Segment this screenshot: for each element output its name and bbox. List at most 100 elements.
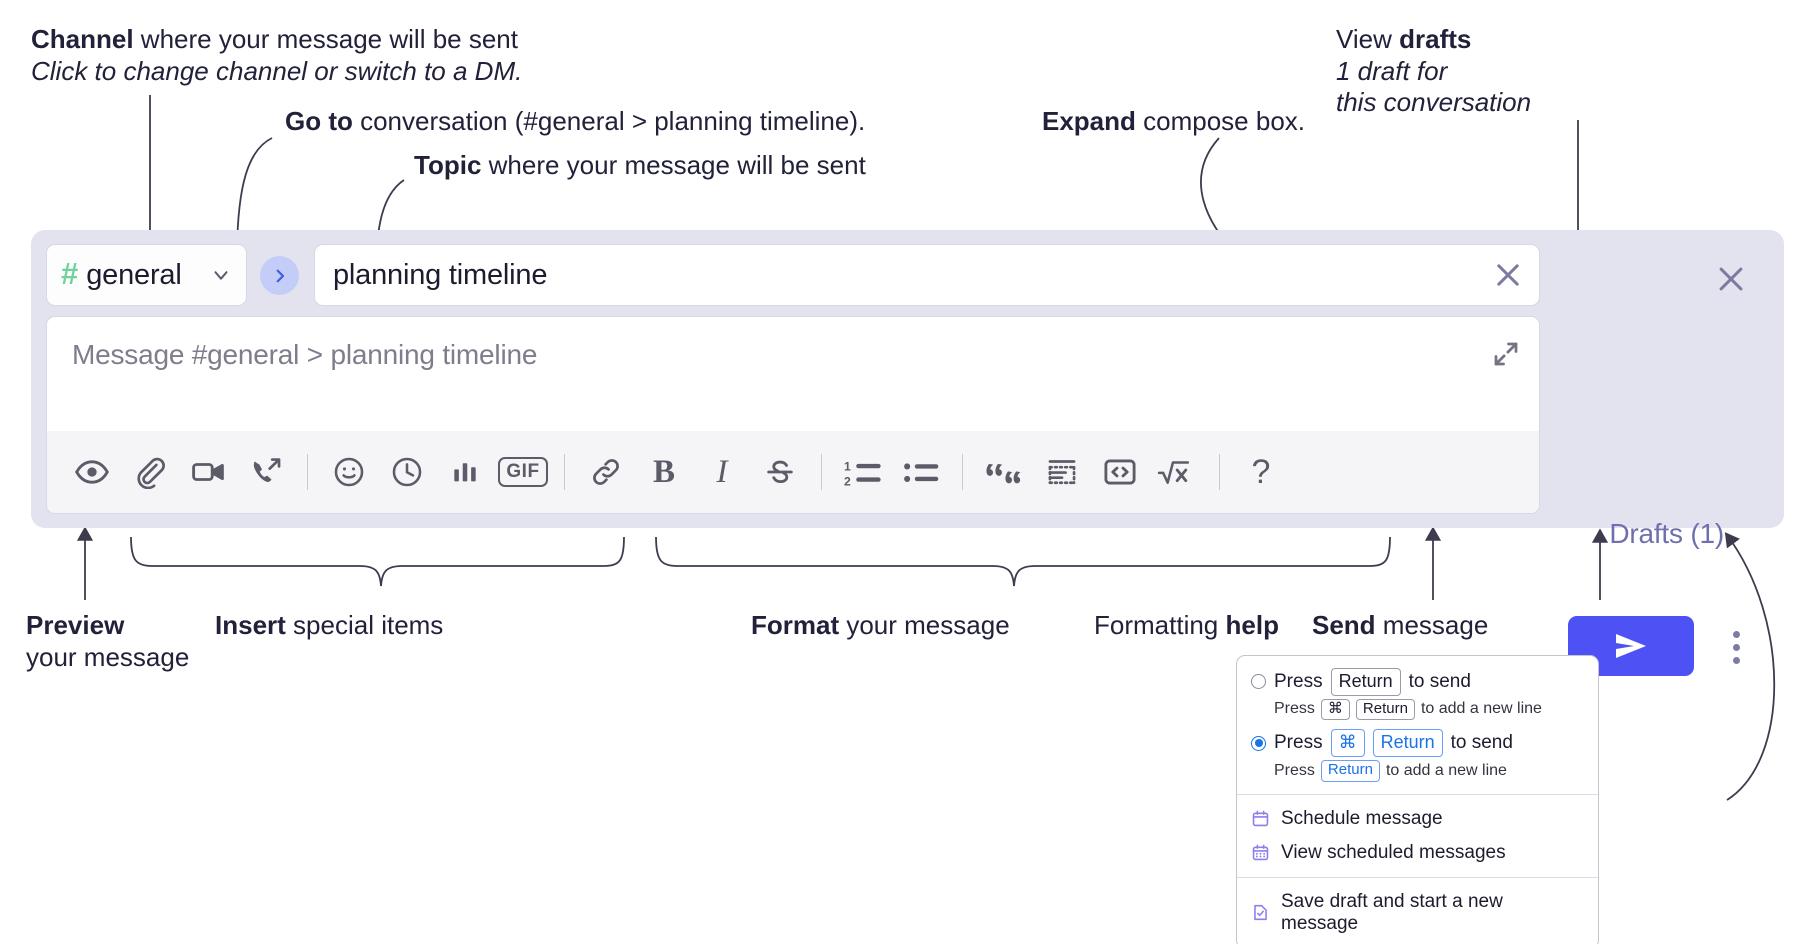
blockquote-icon[interactable] <box>975 443 1033 501</box>
calendar-icon <box>1251 809 1270 828</box>
formatting-toolbar: GIF B I <box>47 431 1539 513</box>
draft-menu-group: Save draft and start a new message <box>1237 878 1598 944</box>
send-option-cmd-return-hint: Press Return to add a new line <box>1237 757 1598 782</box>
bold-icon[interactable]: B <box>635 443 693 501</box>
option2-sub-post: to add a new line <box>1385 761 1507 779</box>
clear-topic-button[interactable] <box>1491 258 1525 292</box>
help-label: ? <box>1251 452 1271 491</box>
topic-value: planning timeline <box>333 258 548 291</box>
save-draft-icon <box>1251 903 1270 922</box>
option1-sub-post: to add a new line <box>1420 700 1542 718</box>
menu-item-label: Save draft and start a new message <box>1281 890 1503 934</box>
send-option-cmd-return[interactable]: Press ⌘ Return to send <box>1237 727 1598 757</box>
annotation-topic: Topic where your message will be sent <box>414 150 866 182</box>
annotation-drafts-italic-2: this conversation <box>1336 87 1532 118</box>
ordered-list-icon[interactable]: 1 2 <box>834 443 892 501</box>
chevron-down-icon <box>210 264 232 286</box>
formatting-help-icon[interactable]: ? <box>1232 443 1290 501</box>
strikethrough-icon[interactable] <box>751 443 809 501</box>
menu-item-label: View scheduled messages <box>1281 841 1506 863</box>
link-icon[interactable] <box>577 443 635 501</box>
close-icon <box>1497 264 1519 286</box>
annotation-channel: Channel where your message will be sent … <box>31 24 522 87</box>
expand-icon <box>1494 342 1518 366</box>
annotation-format: Format your message <box>751 610 1010 642</box>
key-return: Return <box>1355 698 1415 721</box>
schedule-icon[interactable] <box>378 443 436 501</box>
close-panel-button[interactable] <box>1714 262 1748 301</box>
menu-item-label: Schedule message <box>1281 807 1443 829</box>
bulleted-list-icon[interactable] <box>892 443 950 501</box>
menu-item-save-draft[interactable]: Save draft and start a new message <box>1237 885 1598 941</box>
annotation-topic-bold: Topic <box>414 150 482 180</box>
annotation-preview: Preview your message <box>26 610 189 673</box>
menu-item-schedule-message[interactable]: Schedule message <box>1237 802 1598 836</box>
topic-input[interactable]: planning timeline <box>314 244 1540 306</box>
hash-icon: # <box>61 255 79 291</box>
vertical-dots-icon-dot <box>1732 643 1740 651</box>
option2-sub-pre: Press <box>1274 761 1315 779</box>
menu-item-view-scheduled-messages[interactable]: View scheduled messages <box>1237 836 1598 870</box>
annotation-drafts-bold: drafts <box>1399 24 1472 54</box>
video-icon[interactable] <box>179 443 237 501</box>
option1-sub-pre: Press <box>1274 700 1315 718</box>
italic-icon[interactable]: I <box>693 443 751 501</box>
message-input[interactable]: Message #general > planning timeline <box>47 317 1539 431</box>
math-icon[interactable] <box>1149 443 1207 501</box>
poll-icon[interactable] <box>436 443 494 501</box>
bold-label: B <box>652 453 675 490</box>
annotation-send: Send message <box>1312 610 1488 642</box>
radio-button-selected[interactable] <box>1251 735 1266 751</box>
attachment-icon[interactable] <box>121 443 179 501</box>
annotation-send-rest: message <box>1375 610 1489 640</box>
annotation-topic-rest: where your message will be sent <box>481 150 866 180</box>
spoiler-icon[interactable] <box>1033 443 1091 501</box>
annotation-expand-bold: Expand <box>1042 106 1136 136</box>
annotation-insert-bold: Insert <box>215 610 286 640</box>
annotation-goto-rest: conversation (#general > planning timeli… <box>352 106 866 136</box>
annotation-drafts-pre: View <box>1336 24 1400 54</box>
annotation-drafts-italic-1: 1 draft for <box>1336 55 1448 86</box>
compose-card: # general planning timeline <box>46 244 1540 514</box>
channel-selector[interactable]: # general <box>46 244 247 306</box>
option1-post: to send <box>1408 670 1471 692</box>
drafts-link[interactable]: Drafts (1) <box>1609 518 1724 549</box>
vertical-dots-icon-dot <box>1732 630 1740 638</box>
key-return: Return <box>1372 729 1443 757</box>
key-command: ⌘ <box>1330 729 1365 757</box>
option2-post: to send <box>1450 732 1513 753</box>
toolbar-separator <box>307 454 308 490</box>
expand-compose-button[interactable] <box>1491 339 1521 374</box>
call-icon[interactable] <box>237 443 295 501</box>
preview-icon[interactable] <box>63 443 121 501</box>
schedule-menu-group: Schedule message View scheduled messages <box>1237 795 1598 877</box>
code-icon[interactable] <box>1091 443 1149 501</box>
gif-label: GIF <box>498 457 548 487</box>
annotation-send-bold: Send <box>1312 610 1376 640</box>
radio-button-unselected[interactable] <box>1251 674 1266 690</box>
annotation-drafts: View drafts 1 draft for this conversatio… <box>1336 24 1531 119</box>
send-option-return-hint: Press ⌘ Return to add a new line <box>1237 696 1598 721</box>
menu-divider <box>1237 793 1598 795</box>
annotation-channel-italic: Click to change channel or switch to a D… <box>31 55 523 86</box>
italic-label: I <box>716 453 728 490</box>
emoji-icon[interactable] <box>320 443 378 501</box>
annotation-goto-bold: Go to <box>285 106 353 136</box>
goto-conversation-button[interactable] <box>260 256 299 295</box>
toolbar-separator <box>564 454 565 490</box>
key-return: Return <box>1330 668 1401 696</box>
compose-options-menu: Press Return to send Press ⌘ Return to a… <box>1236 655 1599 944</box>
menu-divider <box>1237 876 1598 878</box>
annotation-goto: Go to conversation (#general > planning … <box>285 106 865 138</box>
option1-pre: Press <box>1274 670 1323 692</box>
compose-widget: Drafts (1) # general <box>31 230 1784 676</box>
svg-text:1: 1 <box>844 460 851 474</box>
key-return: Return <box>1320 759 1380 782</box>
compose-options-button[interactable] <box>1721 619 1751 675</box>
option2-pre: Press <box>1274 732 1323 753</box>
gif-icon[interactable]: GIF <box>494 443 552 501</box>
send-option-return[interactable]: Press Return to send <box>1237 666 1598 696</box>
annotation-formatting-help-bold: help <box>1225 610 1279 640</box>
annotation-formatting-help: Formatting help <box>1094 610 1279 642</box>
message-placeholder: Message #general > planning timeline <box>72 339 538 370</box>
